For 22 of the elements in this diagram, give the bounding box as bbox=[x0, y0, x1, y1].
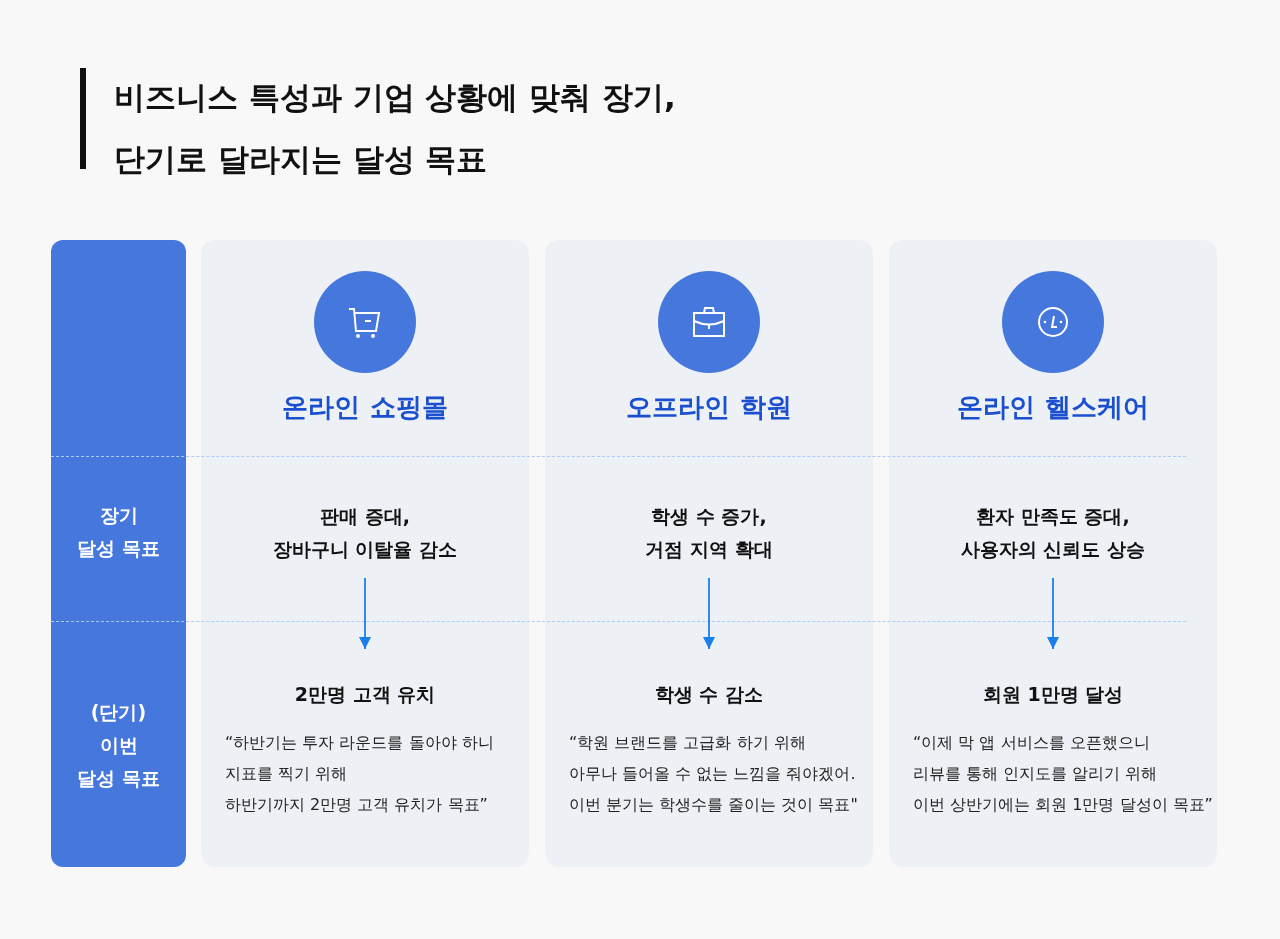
goal-heading: 학생 수 감소 bbox=[653, 682, 765, 707]
column-card bbox=[545, 240, 873, 867]
row-label: 장기 달성 목표 bbox=[76, 503, 161, 561]
column-title: 온라인 쇼핑몰 bbox=[281, 391, 449, 424]
quote-text: “학원 브랜드를 고급화 하기 위해 아무나 들어올 수 없는 느낌을 줘야겠어. 이번 분기는 학생수를 줄이는 것이 목표" bbox=[569, 732, 858, 816]
row-header-bar bbox=[51, 240, 186, 867]
quote-text: “이제 막 앱 서비스를 오픈했으니 리뷰를 통해 인지도를 알리기 위해 이번 상반기에는 회원 1만명 달성이 목표” bbox=[913, 732, 1213, 816]
goal-heading: 회원 1만명 달성 bbox=[981, 682, 1125, 707]
column-title: 온라인 헬스케어 bbox=[956, 391, 1150, 424]
goal-text: 판매 증대, 장바구니 이탈율 감소 bbox=[215, 500, 515, 578]
goal-text: 환자 만족도 증대, 사용자의 신뢰도 상승 bbox=[903, 500, 1203, 578]
arrow bbox=[1047, 577, 1059, 650]
arrow bbox=[359, 577, 371, 650]
quote-text: “하반기는 투자 라운드를 돌아야 하니 지표를 찍기 위해 하반기까지 2만명 고객 유치가 목표” bbox=[225, 732, 494, 816]
column-title: 오프라인 학원 bbox=[625, 391, 793, 424]
goal-text: 학생 수 증가, 거점 지역 확대 bbox=[559, 500, 859, 578]
column-card bbox=[889, 240, 1217, 867]
goal-heading: 2만명 고객 유치 bbox=[293, 682, 437, 707]
title: 비즈니스 특성과 기업 상황에 맞춰 장기, 단기로 달라지는 달성 목표 bbox=[114, 78, 677, 179]
column-card bbox=[201, 240, 529, 867]
row-label: (단기) 이번 달성 목표 bbox=[76, 700, 161, 791]
arrow bbox=[703, 577, 715, 650]
